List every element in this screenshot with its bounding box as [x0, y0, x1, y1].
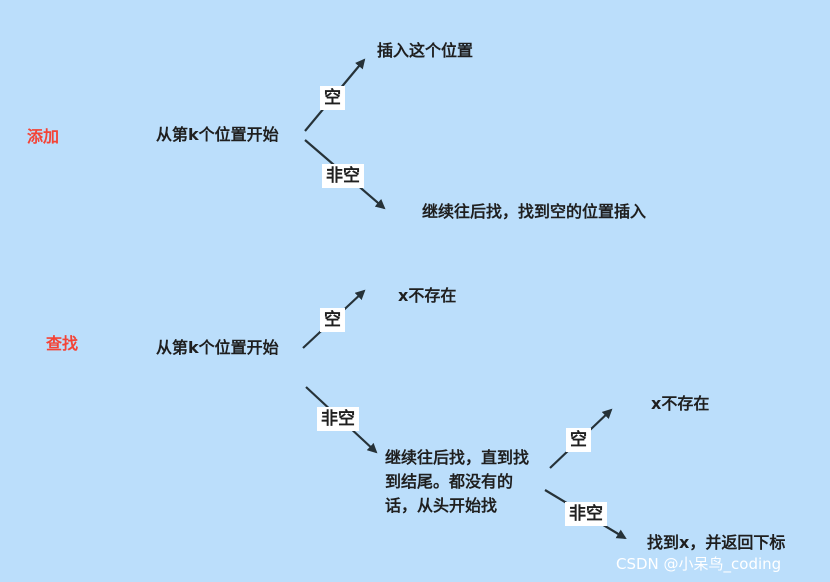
result-nonempty-find: 继续往后找，直到找到结尾。都没有的话，从头开始找 [385, 448, 530, 515]
result-nonempty-add: 继续往后找，找到空的位置插入 [422, 202, 647, 221]
label-empty-add: 空 [320, 86, 345, 110]
section-title-add: 添加 [27, 127, 60, 146]
watermark: CSDN @小呆鸟_coding [616, 555, 782, 573]
label-sub-nonempty: 非空 [565, 502, 607, 526]
result-empty-add: 插入这个位置 [377, 41, 474, 60]
result-sub-empty: x不存在 [651, 394, 710, 413]
start-node-add: 从第k个位置开始 [156, 125, 279, 144]
label-nonempty-add: 非空 [322, 164, 364, 188]
start-node-find: 从第k个位置开始 [156, 338, 279, 357]
label-sub-empty: 空 [566, 428, 591, 452]
result-sub-nonempty: 找到x，并返回下标 [647, 533, 786, 552]
section-title-find: 查找 [46, 334, 79, 353]
result-empty-find: x不存在 [398, 286, 457, 305]
label-nonempty-find: 非空 [317, 407, 359, 431]
label-empty-find: 空 [320, 308, 345, 332]
